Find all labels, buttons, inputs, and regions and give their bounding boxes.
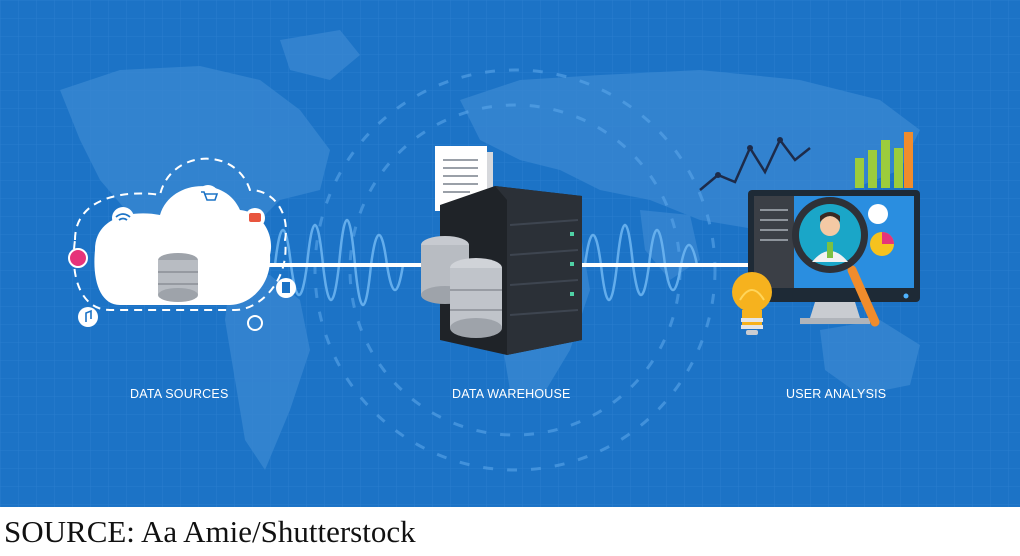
user-icon xyxy=(812,212,848,262)
data-warehouse-illustration: DATA SOURCES DATA WAREHOUSE USER ANALYSI… xyxy=(0,0,1020,507)
figure-caption: SOURCE: Aa Amie/Shutterstock xyxy=(4,514,416,549)
status-dot-icon xyxy=(68,248,88,268)
disk-stack-icon xyxy=(421,236,502,338)
cloud-icon xyxy=(72,157,287,311)
node-ring-icon xyxy=(247,315,263,331)
lightbulb-icon xyxy=(732,272,772,335)
bar-chart-icon xyxy=(855,132,913,188)
music-icon xyxy=(78,307,98,327)
stage-label-data-warehouse: DATA WAREHOUSE xyxy=(452,387,571,401)
cart-icon xyxy=(197,185,219,207)
stage-label-user-analysis: USER ANALYSIS xyxy=(786,387,887,401)
line-chart-icon xyxy=(699,137,811,191)
pie-chart-icon xyxy=(868,204,894,256)
illustration-canvas xyxy=(0,0,1020,507)
database-icon xyxy=(158,253,198,302)
stage-label-data-sources: DATA SOURCES xyxy=(130,387,229,401)
